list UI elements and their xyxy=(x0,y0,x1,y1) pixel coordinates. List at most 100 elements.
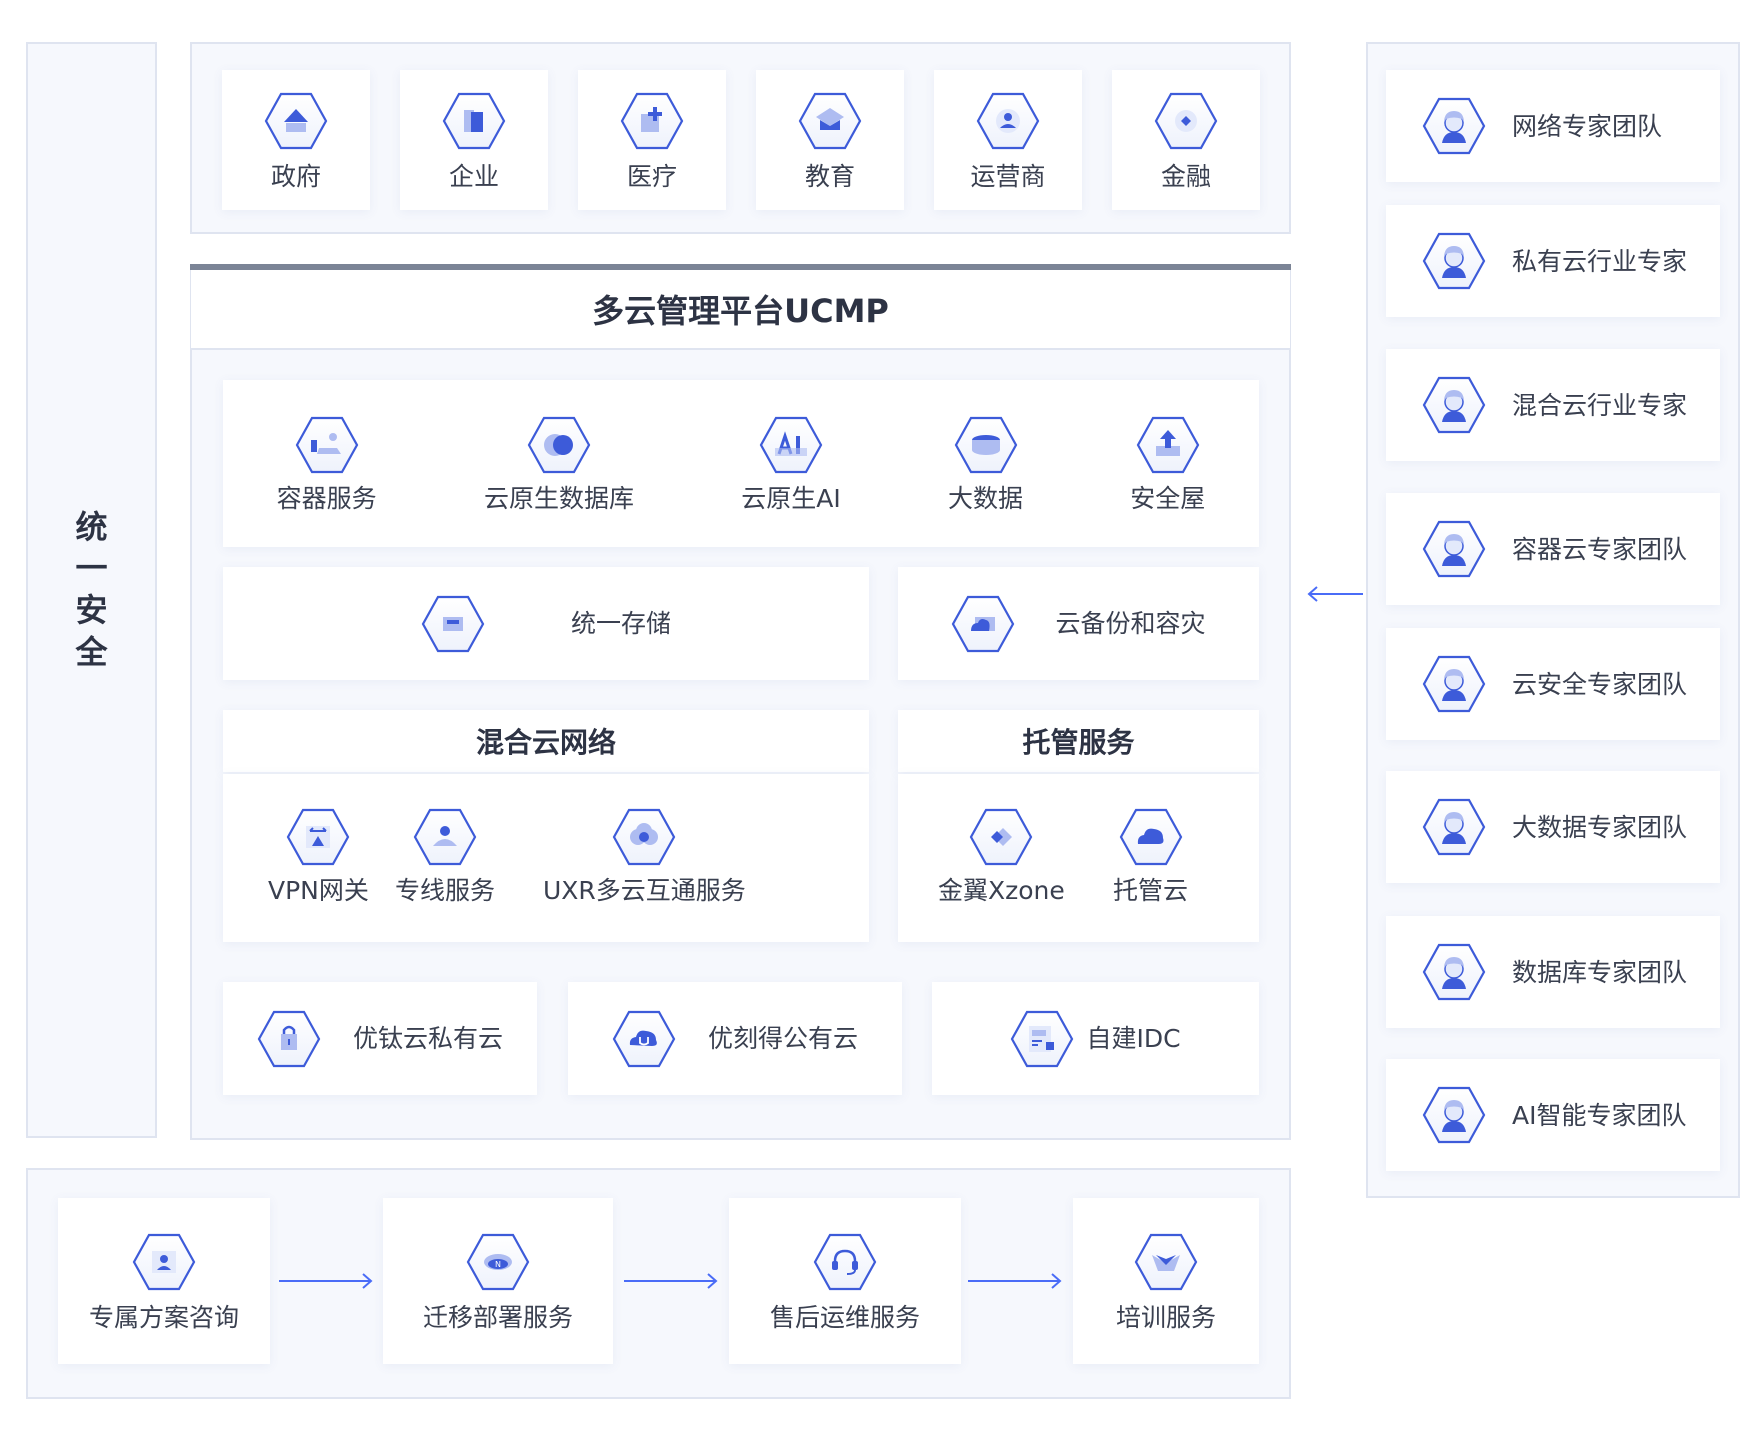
industry-label: 医疗 xyxy=(626,161,677,191)
network-item-label: UXR多云互通服务 xyxy=(543,876,746,905)
operator-icon xyxy=(976,92,1040,149)
support-icon xyxy=(813,1233,877,1290)
service-label: 大数据 xyxy=(948,484,1024,513)
backup-icon xyxy=(952,595,1015,652)
workflow-arrow-icon xyxy=(968,1273,1062,1289)
workflow-step-label: 售后运维服务 xyxy=(769,1302,920,1332)
workflow-step-migration: N 迁移部署服务 xyxy=(383,1198,613,1364)
container-icon xyxy=(295,416,358,474)
expert-team-label: 云安全专家团队 xyxy=(1512,669,1688,699)
idc-icon xyxy=(1011,1010,1074,1067)
expert-avatar-icon xyxy=(1422,943,1486,1001)
workflow-arrow-icon xyxy=(624,1273,718,1289)
expert-avatar-icon xyxy=(1422,655,1486,713)
workflow-step-support: 售后运维服务 xyxy=(729,1198,961,1364)
network-vpn: VPN网关 xyxy=(268,808,369,903)
workflow-step-consult: 专属方案咨询 xyxy=(58,1198,270,1364)
hosting-header: 托管服务 xyxy=(898,710,1259,772)
expert-team-label: 容器云专家团队 xyxy=(1512,534,1688,564)
service-label: 云原生数据库 xyxy=(483,484,634,513)
network-title: 混合云网络 xyxy=(475,726,616,759)
network-dedicated-line: 专线服务 xyxy=(395,808,495,903)
hosting-xzone: 金翼Xzone xyxy=(938,808,1065,903)
expert-team-label: 混合云行业专家 xyxy=(1512,390,1688,420)
private-cloud-icon xyxy=(257,1010,321,1067)
hosting-hosted-cloud: 托管云 xyxy=(1113,808,1188,903)
industry-finance: 金融 xyxy=(1112,70,1260,210)
industry-operator: 运营商 xyxy=(934,70,1082,210)
expert-avatar-icon xyxy=(1422,232,1486,290)
hosting-title: 托管服务 xyxy=(1022,726,1135,759)
backup-card: 云备份和容灾 xyxy=(898,567,1259,680)
platform-top-bar xyxy=(190,264,1291,270)
expert-team-database: 数据库专家团队 xyxy=(1386,916,1720,1028)
svg-text:N: N xyxy=(495,1260,501,1269)
storage-icon xyxy=(421,595,485,652)
industry-label: 运营商 xyxy=(970,161,1046,191)
hosting-item-label: 托管云 xyxy=(1113,876,1189,905)
industry-education: 教育 xyxy=(756,70,904,210)
service-container: 容器服务 xyxy=(277,416,377,511)
network-item-label: 专线服务 xyxy=(395,876,496,905)
industry-medical: 医疗 xyxy=(578,70,726,210)
vpn-icon xyxy=(287,808,350,866)
workflow-step-label: 迁移部署服务 xyxy=(422,1302,573,1332)
service-label: 容器服务 xyxy=(276,484,377,513)
finance-icon xyxy=(1154,92,1218,149)
core-services-card: 容器服务 云原生数据库 云原生AI 大数据 安全屋 xyxy=(223,380,1259,547)
xzone-icon xyxy=(970,808,1033,866)
service-ai: 云原生AI xyxy=(741,416,841,513)
bigdata-icon xyxy=(954,416,1017,474)
industry-label: 企业 xyxy=(448,161,499,191)
expert-team-label: 数据库专家团队 xyxy=(1512,957,1688,987)
idc-card: 自建IDC xyxy=(932,982,1259,1095)
migration-icon: N xyxy=(466,1233,530,1290)
consult-icon xyxy=(132,1233,196,1290)
hosted-cloud-icon xyxy=(1119,808,1182,866)
workflow-step-label: 专属方案咨询 xyxy=(88,1302,239,1332)
hosting-item-label: 金翼Xzone xyxy=(938,876,1065,905)
security-char: 安 xyxy=(75,591,108,629)
expert-team-label: 大数据专家团队 xyxy=(1512,812,1688,842)
storage-label: 统一存储 xyxy=(570,609,671,638)
medical-icon xyxy=(620,92,684,149)
expert-team-network: 网络专家团队 xyxy=(1386,70,1720,182)
public-cloud-card: 优刻得公有云 xyxy=(568,982,902,1095)
private-cloud-card: 优钛云私有云 xyxy=(223,982,537,1095)
industry-label: 金融 xyxy=(1160,161,1211,191)
storage-card: 统一存储 xyxy=(223,567,869,680)
security-char: 全 xyxy=(75,632,108,671)
service-database: 云原生数据库 xyxy=(484,416,634,511)
expert-team-label: 网络专家团队 xyxy=(1512,111,1663,141)
network-card: VPN网关 专线服务 UXR多云互通服务 xyxy=(223,774,869,942)
workflow-step-label: 培训服务 xyxy=(1115,1302,1216,1332)
security-char: 统 xyxy=(75,507,108,546)
training-icon xyxy=(1134,1233,1198,1290)
private-cloud-label: 优钛云私有云 xyxy=(352,1024,503,1053)
public-cloud-icon xyxy=(612,1010,676,1067)
network-item-label: VPN网关 xyxy=(268,876,369,905)
expert-avatar-icon xyxy=(1422,798,1486,856)
expert-team-container: 容器云专家团队 xyxy=(1386,493,1720,605)
interconnect-icon xyxy=(613,808,676,866)
unified-security-panel: 统 一 安 全 xyxy=(26,42,157,1138)
service-label: 云原生AI xyxy=(741,484,841,513)
expert-avatar-icon xyxy=(1422,1086,1486,1144)
expert-team-security: 云安全专家团队 xyxy=(1386,628,1720,740)
industries-panel xyxy=(190,42,1291,234)
idc-label: 自建IDC xyxy=(1086,1024,1181,1053)
expert-avatar-icon xyxy=(1422,520,1486,578)
expert-team-label: 私有云行业专家 xyxy=(1512,246,1688,276)
industry-label: 政府 xyxy=(270,161,321,191)
industry-label: 教育 xyxy=(804,161,855,191)
workflow-arrow-icon xyxy=(279,1273,373,1289)
backup-label: 云备份和容灾 xyxy=(1055,609,1206,638)
service-label: 安全屋 xyxy=(1130,484,1206,513)
service-security-house: 安全屋 xyxy=(1130,416,1205,511)
network-header: 混合云网络 xyxy=(223,710,869,772)
workflow-step-training: 培训服务 xyxy=(1073,1198,1259,1364)
expert-team-label: AI智能专家团队 xyxy=(1512,1100,1687,1130)
enterprise-icon xyxy=(442,92,506,149)
expert-team-private-cloud: 私有云行业专家 xyxy=(1386,205,1720,317)
expert-team-ai: AI智能专家团队 xyxy=(1386,1059,1720,1171)
